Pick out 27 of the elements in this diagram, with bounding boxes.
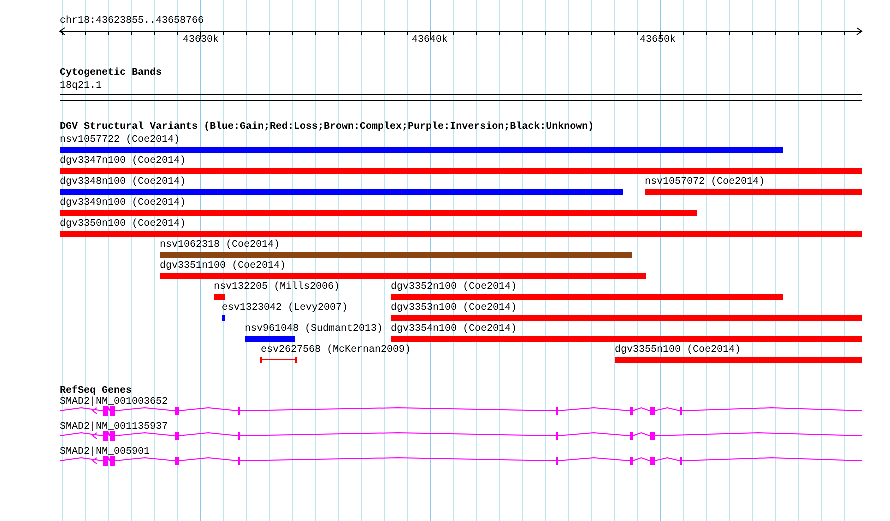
band-label: 18q21.1 bbox=[60, 81, 102, 92]
variant-label: dgv3355n100 (Coe2014) bbox=[615, 345, 742, 356]
transcript-label: SMAD2|NM_005901 bbox=[60, 447, 150, 458]
track-title: Cytogenetic Bands bbox=[60, 68, 162, 79]
variant-label: dgv3353n100 (Coe2014) bbox=[391, 303, 518, 314]
variant-label: nsv132205 (Mills2006) bbox=[214, 282, 340, 293]
variant-label: dgv3351n100 (Coe2014) bbox=[160, 261, 286, 272]
transcript-label: SMAD2|NM_001003652 bbox=[60, 397, 168, 408]
tick-label: 43640k bbox=[412, 35, 448, 46]
tick-label: 43650k bbox=[640, 35, 676, 46]
coordinate-label: chr18:43623855..43658766 bbox=[60, 16, 204, 27]
variant-label: nsv1057072 (Coe2014) bbox=[645, 177, 766, 188]
variant-label: dgv3348n100 (Coe2014) bbox=[60, 177, 186, 188]
variant-label: esv2627568 (McKernan2009) bbox=[261, 345, 412, 356]
variant-label: dgv3352n100 (Coe2014) bbox=[391, 282, 518, 293]
variant-label: nsv961048 (Sudmant2013) bbox=[245, 324, 384, 335]
variant-label: esv1323042 (Levy2007) bbox=[222, 303, 348, 314]
variant-label: dgv3349n100 (Coe2014) bbox=[60, 198, 186, 209]
transcript-label: SMAD2|NM_001135937 bbox=[60, 422, 168, 433]
track-title: DGV Structural Variants (Blue:Gain;Red:Loss;Brown:Complex;Purple:Inversion;Black:Unknown) bbox=[60, 122, 594, 133]
variant-label: nsv1057722 (Coe2014) bbox=[60, 135, 180, 146]
tick-label: 43630k bbox=[183, 35, 220, 46]
variant-label: dgv3347n100 (Coe2014) bbox=[60, 156, 186, 167]
variant-label: nsv1062318 (Coe2014) bbox=[160, 240, 280, 251]
variant-label: dgv3354n100 (Coe2014) bbox=[391, 324, 518, 335]
track-title: RefSeq Genes bbox=[60, 386, 132, 397]
variant-label: dgv3350n100 (Coe2014) bbox=[60, 219, 186, 230]
